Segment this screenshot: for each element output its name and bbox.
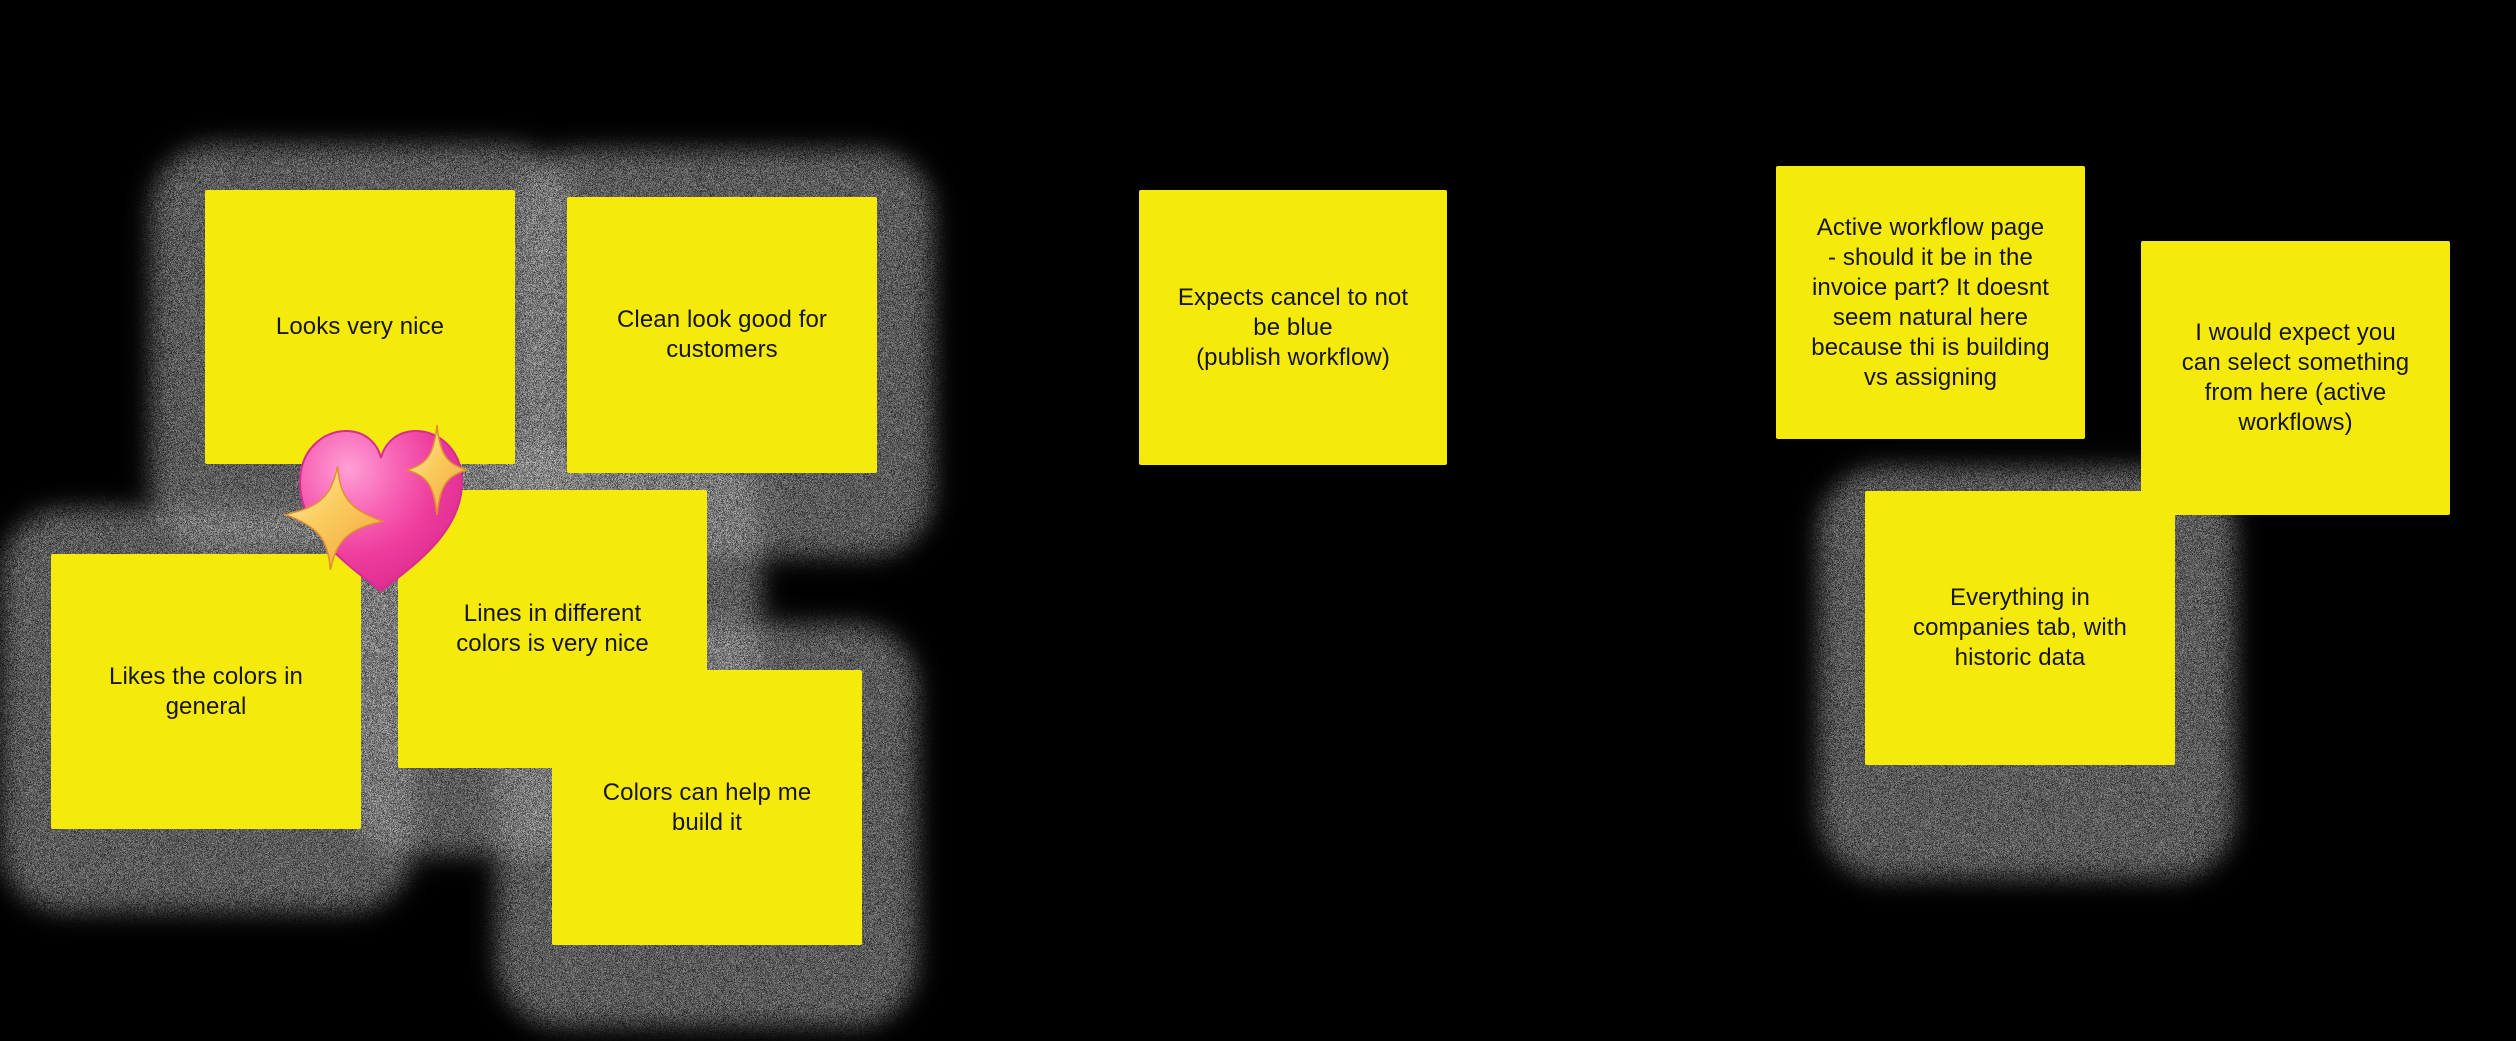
sticky-note-text: Everything in companies tab, with histor…	[1912, 584, 2127, 671]
sticky-note-active-workflow-page[interactable]: Active workflow page - should it be in t…	[1776, 166, 2085, 439]
sticky-note-text: Looks very nice	[275, 313, 445, 340]
sticky-note-looks-very-nice[interactable]: Looks very nice	[205, 190, 515, 464]
sticky-note-likes-colors[interactable]: Likes the colors in general	[51, 554, 361, 829]
sticky-note-text: Lines in different colors is very nice	[456, 600, 649, 657]
sticky-note-text: Clean look good for customers	[616, 306, 828, 363]
sticky-note-text: Expects cancel to not be blue (publish w…	[1177, 283, 1409, 371]
sticky-note-text: Likes the colors in general	[109, 662, 303, 720]
sparkling-heart-emoji[interactable]	[282, 421, 471, 598]
sticky-note-everything-companies[interactable]: Everything in companies tab, with histor…	[1865, 491, 2175, 765]
sticky-note-clean-look[interactable]: Clean look good for customers	[567, 197, 877, 473]
sticky-note-would-expect-select[interactable]: I would expect you can select something …	[2141, 241, 2450, 515]
sparkling-heart-icon	[282, 424, 470, 593]
sticky-note-text: Colors can help me build it	[602, 778, 812, 836]
sticky-note-lines-different-colors[interactable]: Lines in different colors is very nice	[398, 490, 707, 768]
sticky-note-text: I would expect you can select something …	[2181, 319, 2410, 436]
sticky-note-colors-help-build[interactable]: Colors can help me build it	[552, 670, 862, 945]
sticky-note-expects-cancel[interactable]: Expects cancel to not be blue (publish w…	[1139, 190, 1447, 465]
sticky-note-text: Active workflow page - should it be in t…	[1811, 213, 2050, 391]
